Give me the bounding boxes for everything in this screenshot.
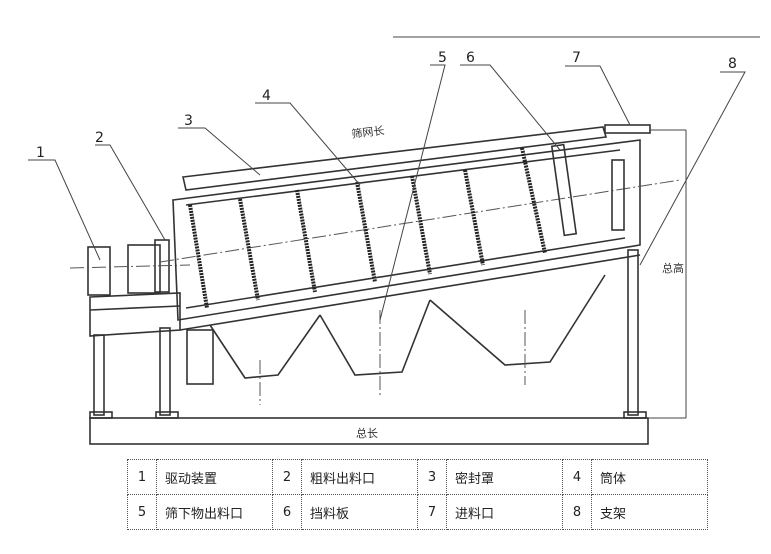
- legend-name: 筛下物出料口: [156, 494, 273, 530]
- screen-length-label: 筛网长: [351, 123, 385, 141]
- discharge-hoppers: [209, 274, 606, 405]
- callout-7: 7: [572, 50, 581, 66]
- legend-name: 筒体: [591, 459, 708, 495]
- callout-4: 4: [262, 88, 271, 104]
- callout-3: 3: [184, 113, 193, 129]
- legend-num: 4: [562, 459, 592, 495]
- callout-5: 5: [438, 50, 447, 66]
- legend-name: 支架: [591, 494, 708, 530]
- legend-name: 挡料板: [301, 494, 418, 530]
- drum: [159, 124, 681, 331]
- legend-name: 进料口: [446, 494, 563, 530]
- height-label: 总高: [662, 261, 684, 275]
- legend-num: 7: [417, 494, 447, 530]
- support-legs: [89, 249, 647, 419]
- legend-num: 8: [562, 494, 592, 530]
- drive-unit: [69, 239, 191, 337]
- callout-1: 1: [36, 145, 45, 161]
- legend-num: 1: [127, 459, 157, 495]
- total-length-label: 总长: [356, 426, 378, 440]
- legend-name: 密封罩: [446, 459, 563, 495]
- legend-name: 粗料出料口: [301, 459, 418, 495]
- callout-2: 2: [95, 130, 104, 146]
- callout-leaders: [28, 64, 746, 321]
- legend-num: 6: [272, 494, 302, 530]
- callout-8: 8: [728, 56, 737, 72]
- legend-name: 驱动装置: [156, 459, 273, 495]
- base-frame: [89, 417, 649, 445]
- legend-num: 5: [127, 494, 157, 530]
- legend-num: 2: [272, 459, 302, 495]
- legend-num: 3: [417, 459, 447, 495]
- callout-6: 6: [466, 50, 475, 66]
